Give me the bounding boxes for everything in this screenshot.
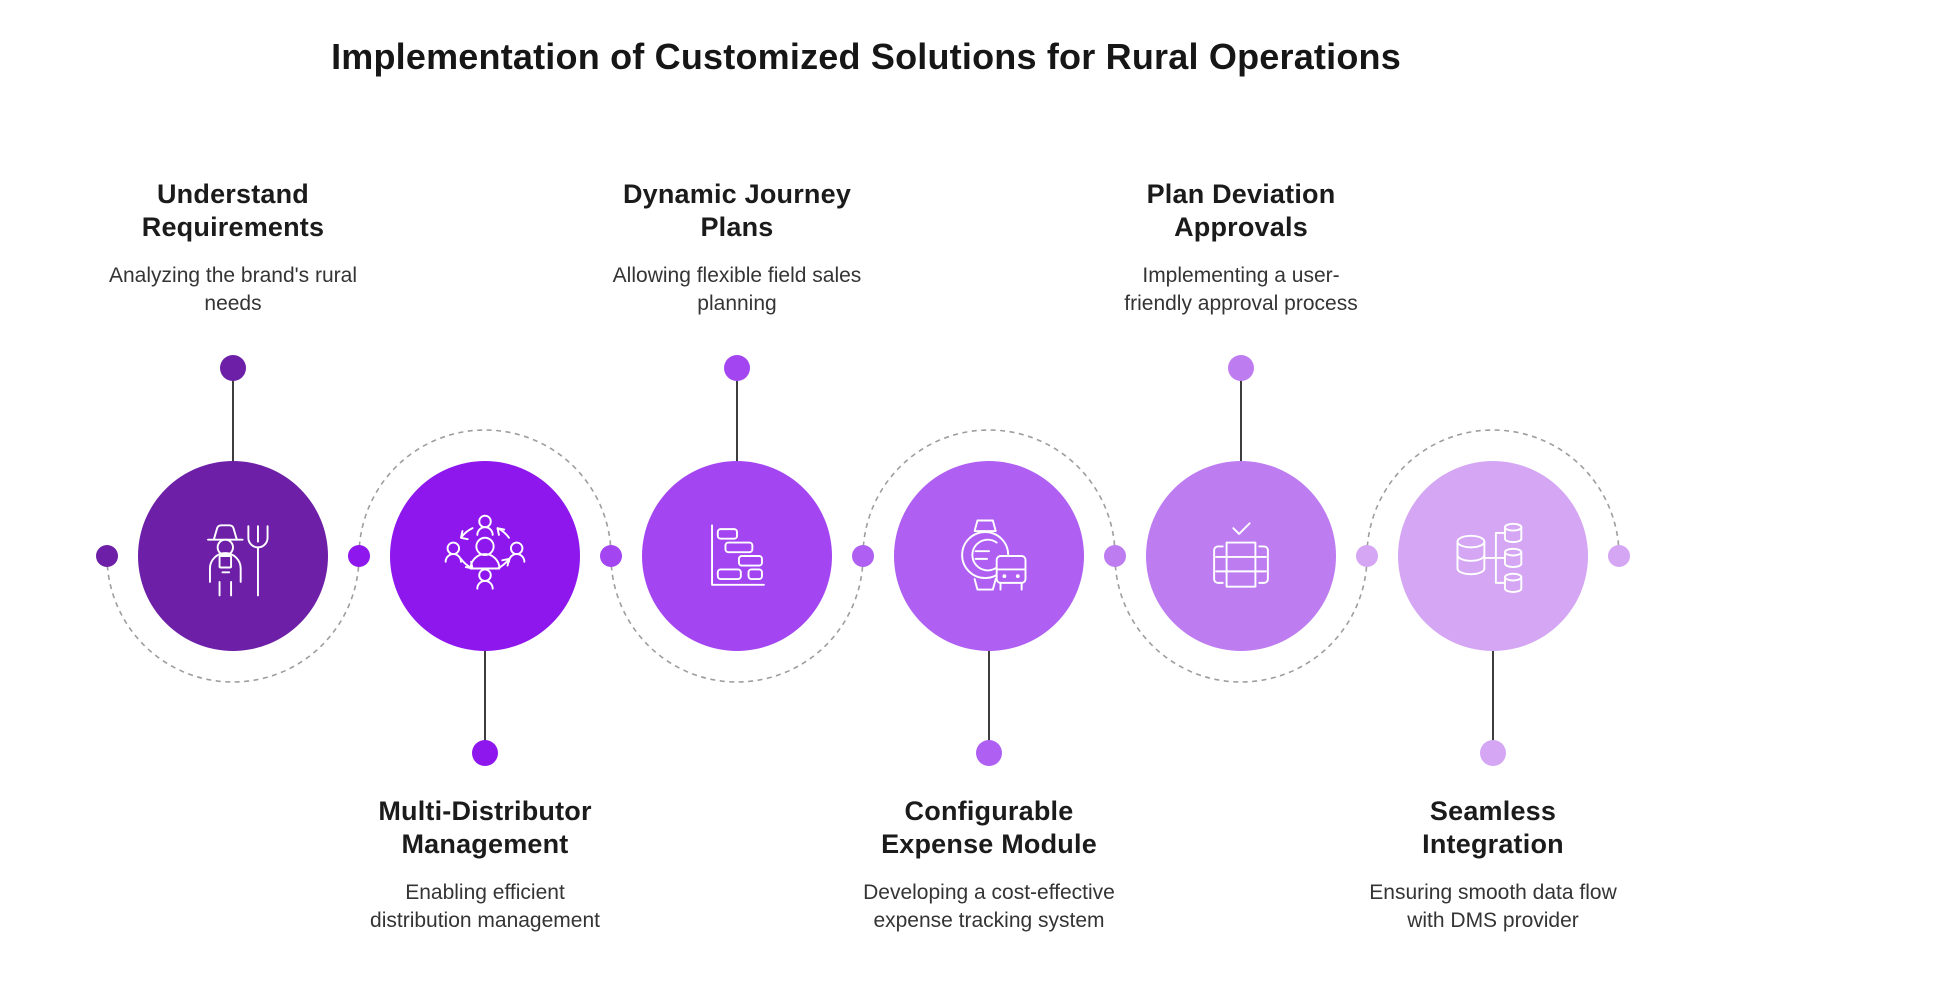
step-heading: Multi-Distributor Management xyxy=(378,796,592,859)
dashed-arc xyxy=(1366,429,1620,557)
connector-dot xyxy=(1608,545,1630,567)
stem-line xyxy=(484,649,486,742)
stem-line xyxy=(232,372,234,463)
step-label: Plan Deviation Approvals Implementing a … xyxy=(1071,178,1411,317)
page-title: Implementation of Customized Solutions f… xyxy=(331,36,1401,77)
step-circle xyxy=(390,461,580,651)
dashed-arc xyxy=(1114,555,1368,683)
step-heading: Dynamic Journey Plans xyxy=(622,179,852,242)
dashed-arc xyxy=(610,555,864,683)
connector-dot xyxy=(600,545,622,567)
stem-dot xyxy=(220,355,246,381)
step-label: Dynamic Journey Plans Allowing flexible … xyxy=(567,178,907,317)
connector-dot xyxy=(348,545,370,567)
dashed-arc xyxy=(862,429,1116,557)
step-label: Configurable Expense Module Developing a… xyxy=(819,795,1159,934)
step-circle xyxy=(642,461,832,651)
farmer-icon xyxy=(185,508,281,604)
stem-line xyxy=(1492,649,1494,742)
gantt-chart-icon xyxy=(689,508,785,604)
connector-dot xyxy=(1104,545,1126,567)
distribution-network-icon xyxy=(437,508,533,604)
connector-dot xyxy=(852,545,874,567)
step-circle xyxy=(138,461,328,651)
dashed-arc xyxy=(106,555,360,683)
step-heading: Configurable Expense Module xyxy=(881,796,1097,859)
stem-dot xyxy=(1480,740,1506,766)
step-description: Enabling efficient distribution manageme… xyxy=(370,880,600,932)
dashed-arc xyxy=(358,429,612,557)
step-heading: Understand Requirements xyxy=(141,179,325,242)
connector-dot xyxy=(1356,545,1378,567)
stem-dot xyxy=(976,740,1002,766)
expense-watch-icon xyxy=(941,508,1037,604)
database-integration-icon xyxy=(1445,508,1541,604)
step-description: Developing a cost-effective expense trac… xyxy=(863,880,1115,932)
stem-dot xyxy=(1228,355,1254,381)
step-label: Multi-Distributor Management Enabling ef… xyxy=(315,795,655,934)
connector-dot xyxy=(96,545,118,567)
stem-line xyxy=(1240,372,1242,463)
step-circle xyxy=(1146,461,1336,651)
step-heading: Plan Deviation Approvals xyxy=(1146,179,1336,242)
step-circle xyxy=(1398,461,1588,651)
step-label: Understand Requirements Analyzing the br… xyxy=(63,178,403,317)
step-description: Analyzing the brand's rural needs xyxy=(109,263,357,315)
stem-dot xyxy=(472,740,498,766)
step-label: Seamless Integration Ensuring smooth dat… xyxy=(1323,795,1663,934)
stem-line xyxy=(736,372,738,463)
approval-checklist-icon xyxy=(1193,508,1289,604)
stem-dot xyxy=(724,355,750,381)
step-description: Ensuring smooth data flow with DMS provi… xyxy=(1369,880,1617,932)
step-description: Implementing a user- friendly approval p… xyxy=(1124,263,1358,315)
step-heading: Seamless Integration xyxy=(1422,796,1564,859)
step-circle xyxy=(894,461,1084,651)
step-description: Allowing flexible field sales planning xyxy=(612,263,862,315)
stem-line xyxy=(988,649,990,742)
